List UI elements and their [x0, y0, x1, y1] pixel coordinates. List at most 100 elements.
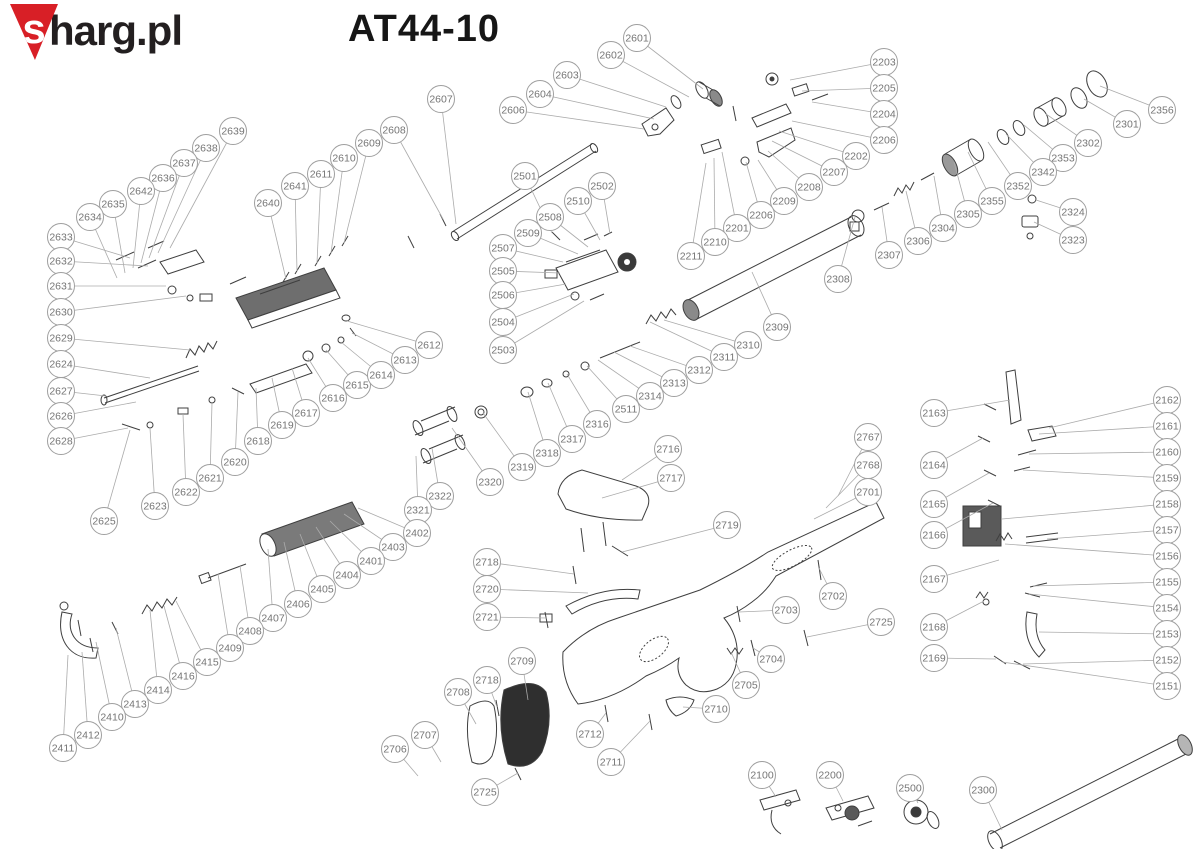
part-balloon-2164: 2164 — [920, 451, 948, 479]
part-balloon-2642: 2642 — [127, 177, 155, 205]
part-balloon-2718: 2718 — [473, 548, 501, 576]
part-balloon-2625: 2625 — [90, 507, 118, 535]
part-balloon-2624: 2624 — [47, 350, 75, 378]
part-balloon-2402: 2402 — [403, 519, 431, 547]
part-balloon-2162: 2162 — [1153, 386, 1181, 414]
svg-text:2706: 2706 — [383, 744, 407, 756]
part-balloon-2311: 2311 — [710, 343, 738, 371]
part-balloon-2352: 2352 — [1004, 172, 1032, 200]
leader-line-2157 — [1046, 529, 1168, 540]
part-balloon-2640: 2640 — [254, 189, 282, 217]
part-balloon-2324: 2324 — [1059, 198, 1087, 226]
svg-text:2412: 2412 — [76, 730, 100, 742]
svg-text:2610: 2610 — [332, 153, 356, 165]
svg-text:2642: 2642 — [129, 186, 153, 198]
part-balloon-2208: 2208 — [795, 173, 823, 201]
svg-text:2411: 2411 — [52, 743, 75, 755]
part-balloon-2718: 2718 — [473, 666, 501, 694]
svg-text:2634: 2634 — [78, 212, 102, 224]
muzzle-parts-drawing — [641, 81, 723, 137]
svg-text:2405: 2405 — [310, 584, 334, 596]
part-balloon-2602: 2602 — [597, 41, 625, 69]
part-balloon-2156: 2156 — [1153, 542, 1181, 570]
part-balloon-2504: 2504 — [489, 308, 517, 336]
svg-text:2322: 2322 — [428, 491, 452, 503]
part-balloon-2206: 2206 — [747, 201, 775, 229]
svg-text:2624: 2624 — [49, 359, 73, 371]
svg-text:2768: 2768 — [856, 460, 880, 472]
svg-text:2627: 2627 — [49, 386, 73, 398]
part-balloon-2510: 2510 — [564, 187, 592, 215]
part-balloon-2304: 2304 — [929, 214, 957, 242]
svg-text:2166: 2166 — [922, 530, 946, 542]
part-balloon-2300: 2300 — [969, 776, 997, 804]
part-balloon-2720: 2720 — [473, 575, 501, 603]
svg-text:2401: 2401 — [359, 556, 383, 568]
rear-sight-safety-drawing — [700, 72, 829, 166]
part-balloon-2151: 2151 — [1153, 672, 1181, 700]
stock-drawing — [562, 501, 885, 705]
svg-text:2611: 2611 — [310, 169, 333, 181]
svg-text:2314: 2314 — [638, 391, 662, 403]
part-balloon-2411: 2411 — [49, 734, 77, 762]
part-balloon-2505: 2505 — [489, 257, 517, 285]
leader-line-2607 — [440, 98, 457, 225]
leader-line-2153 — [1038, 631, 1168, 635]
logo-letter: s — [22, 5, 46, 52]
leader-line-2411 — [62, 654, 69, 749]
part-balloon-2310: 2310 — [734, 331, 762, 359]
svg-text:2161: 2161 — [1155, 421, 1179, 433]
leader-line-2624 — [60, 363, 151, 379]
svg-text:2312: 2312 — [687, 365, 711, 377]
part-balloon-2627: 2627 — [47, 377, 75, 405]
part-balloon-2768: 2768 — [854, 451, 882, 479]
part-balloon-2204: 2204 — [870, 100, 898, 128]
svg-text:2710: 2710 — [704, 704, 728, 716]
part-balloon-2721: 2721 — [473, 603, 501, 631]
part-balloon-2159: 2159 — [1153, 464, 1181, 492]
part-balloon-2166: 2166 — [920, 521, 948, 549]
svg-text:2623: 2623 — [143, 501, 167, 513]
leader-line-2639 — [169, 130, 234, 249]
svg-text:2404: 2404 — [335, 570, 359, 582]
leader-line-2211 — [690, 162, 707, 257]
part-balloon-2342: 2342 — [1029, 158, 1057, 186]
svg-text:2402: 2402 — [405, 528, 429, 540]
svg-text:2510: 2510 — [566, 196, 590, 208]
safety-assembly-complete-drawing — [825, 795, 875, 827]
svg-text:2701: 2701 — [856, 487, 880, 499]
leader-line-2641 — [294, 185, 298, 272]
svg-text:2152: 2152 — [1155, 655, 1179, 667]
leader-line-2638 — [157, 147, 207, 254]
svg-text:2707: 2707 — [413, 730, 437, 742]
part-balloon-2635: 2635 — [99, 190, 127, 218]
svg-text:2604: 2604 — [528, 89, 552, 101]
leader-line-2603 — [566, 74, 667, 108]
leader-line-2159 — [1022, 469, 1168, 479]
part-balloon-2638: 2638 — [192, 134, 220, 162]
part-balloon-2318: 2318 — [533, 439, 561, 467]
part-balloon-2767: 2767 — [854, 423, 882, 451]
svg-text:2619: 2619 — [270, 420, 294, 432]
svg-text:2100: 2100 — [750, 770, 774, 782]
part-balloon-2161: 2161 — [1153, 412, 1181, 440]
part-balloon-2308: 2308 — [824, 265, 852, 293]
svg-text:2630: 2630 — [49, 307, 73, 319]
part-balloon-2701: 2701 — [854, 478, 882, 506]
leader-line-2151 — [1001, 661, 1168, 687]
part-balloon-2621: 2621 — [196, 464, 224, 492]
part-balloon-2405: 2405 — [308, 575, 336, 603]
svg-text:2703: 2703 — [774, 605, 798, 617]
svg-text:2309: 2309 — [765, 322, 789, 334]
svg-text:2767: 2767 — [856, 432, 880, 444]
part-balloon-2353: 2353 — [1049, 144, 1077, 172]
svg-text:2618: 2618 — [246, 436, 270, 448]
svg-text:2606: 2606 — [501, 105, 525, 117]
svg-text:2206: 2206 — [872, 135, 896, 147]
svg-text:2709: 2709 — [510, 656, 534, 668]
part-balloon-2403: 2403 — [379, 533, 407, 561]
svg-text:2719: 2719 — [715, 520, 739, 532]
svg-text:2301: 2301 — [1115, 119, 1139, 131]
part-balloon-2725: 2725 — [867, 608, 895, 636]
